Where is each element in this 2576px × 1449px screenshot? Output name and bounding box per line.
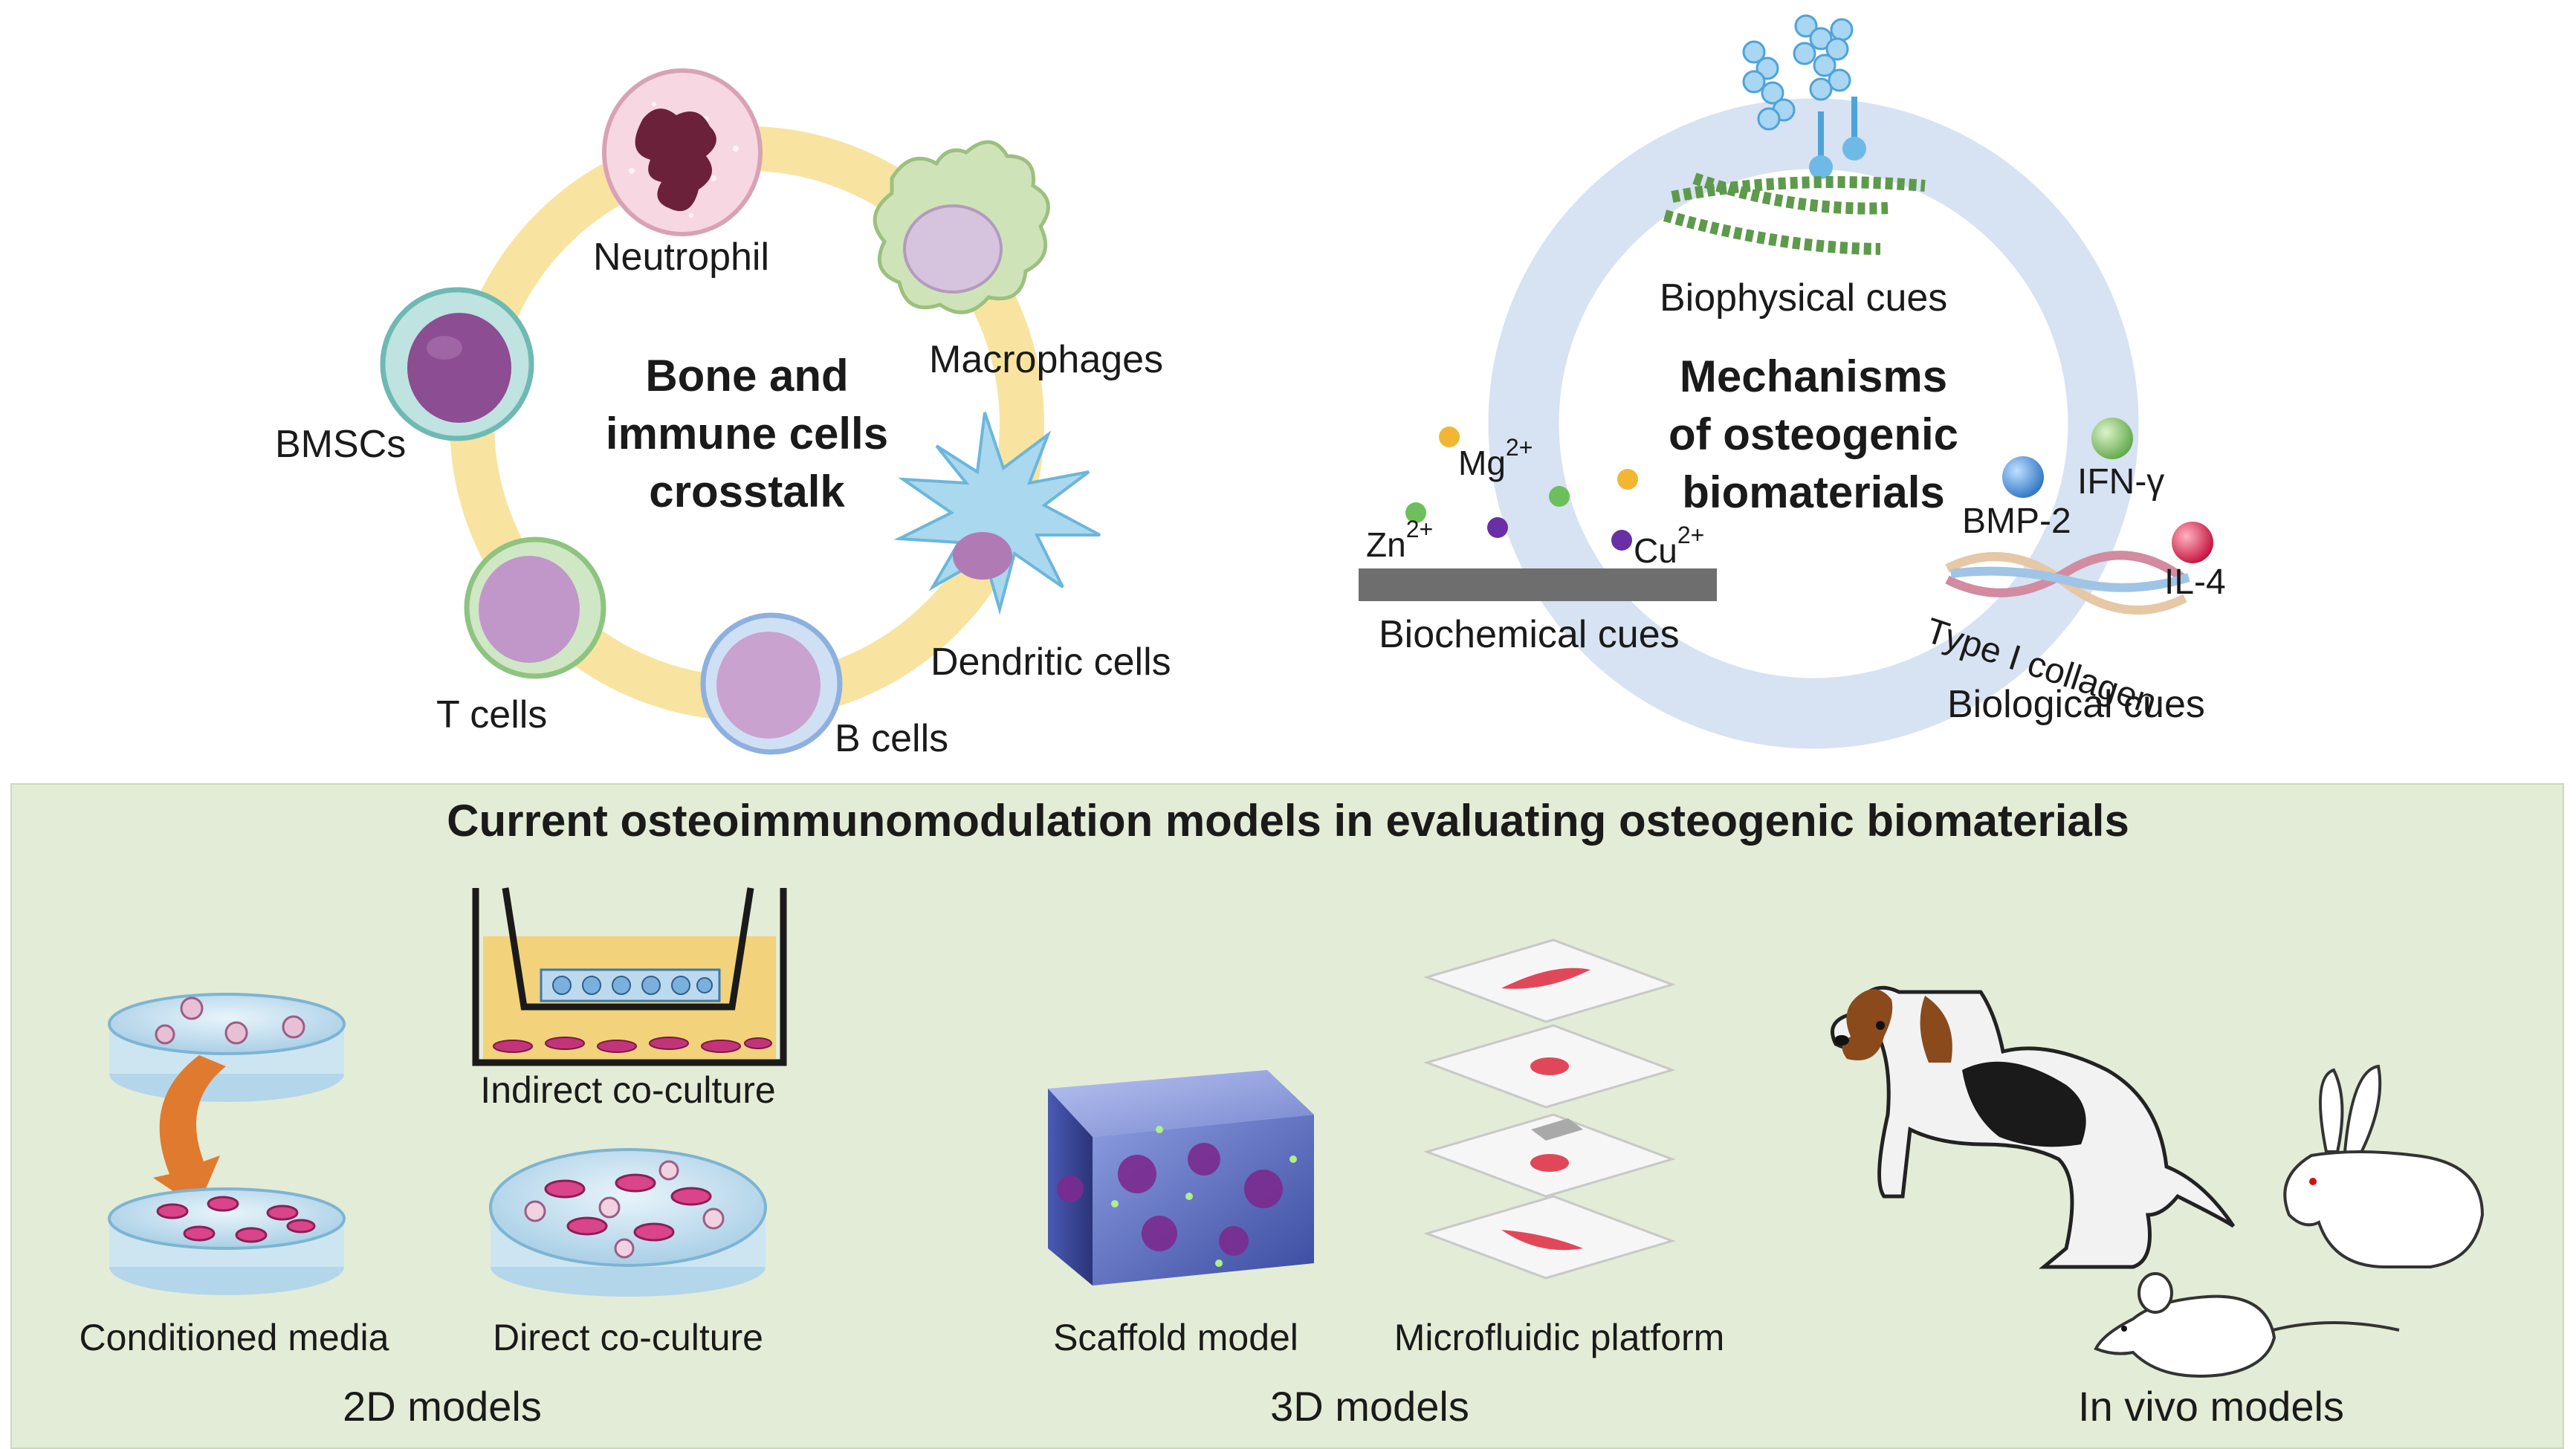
dendritic-cells-label: Dendritic cells xyxy=(931,641,1171,684)
cu-ion-charge: 2+ xyxy=(1677,522,1705,548)
in-vivo-models-heading: In vivo models xyxy=(2078,1383,2344,1430)
biochemical-cues-label: Biochemical cues xyxy=(1379,613,1680,656)
macrophages-label: Macrophages xyxy=(929,338,1164,381)
substrate-bar xyxy=(1359,568,1717,601)
mg-ion-label: Mg2+ xyxy=(1458,435,1533,482)
mechanisms-title-line-1: Mechanisms xyxy=(1679,351,1948,401)
bmp2-molecule-icon xyxy=(2002,456,2044,498)
neutrophil-label: Neutrophil xyxy=(593,236,770,279)
zn-ion-charge: 2+ xyxy=(1405,516,1434,542)
biophysical-cues-label: Biophysical cues xyxy=(1660,276,1948,320)
zn-ion-base: Zn xyxy=(1366,525,1406,564)
three-d-models-heading: 3D models xyxy=(1270,1383,1469,1430)
mechanisms-title: Mechanisms of osteogenic biomaterials xyxy=(1669,348,1958,522)
zn-ion-label: Zn2+ xyxy=(1366,517,1433,564)
t-cells-label: T cells xyxy=(436,693,548,736)
mg-ion-base: Mg xyxy=(1458,444,1506,482)
models-panel-title: Current osteoimmunomodulation models in … xyxy=(447,796,2129,846)
bone-immune-title-line-1: Bone and xyxy=(645,351,849,401)
mg-ion-charge: 2+ xyxy=(1505,434,1533,461)
t-cell-icon xyxy=(464,537,606,679)
bone-immune-title: Bone and immune cells crosstalk xyxy=(606,347,888,521)
bmsc-cell-icon xyxy=(380,287,534,441)
bmscs-label: BMSCs xyxy=(275,423,407,466)
indirect-coculture-label: Indirect co-culture xyxy=(480,1069,776,1111)
bmp2-label: BMP-2 xyxy=(1962,502,2071,541)
bone-immune-title-line-2: immune cells xyxy=(605,409,889,458)
ifn-molecule-icon xyxy=(2091,418,2133,459)
two-d-models-heading: 2D models xyxy=(343,1383,542,1430)
b-cell-icon xyxy=(700,612,843,755)
ifn-label: IFN-γ xyxy=(2077,462,2165,502)
direct-coculture-label: Direct co-culture xyxy=(493,1317,763,1358)
collagen-helix-icon xyxy=(1945,551,2190,615)
biological-cues-label: Biological cues xyxy=(1947,683,2205,726)
neutrophil-cell-icon xyxy=(602,68,763,236)
scaffold-model-label: Scaffold model xyxy=(1053,1317,1298,1358)
dendritic-cell-icon xyxy=(893,412,1101,615)
bone-immune-title-line-3: crosstalk xyxy=(649,467,845,516)
conditioned-media-label: Conditioned media xyxy=(79,1317,389,1358)
il4-label: IL-4 xyxy=(2164,563,2226,602)
mechanisms-title-line-2: of osteogenic xyxy=(1668,409,1959,459)
il4-molecule-icon xyxy=(2172,522,2213,563)
cu-ion-base: Cu xyxy=(1634,531,1677,570)
mechanisms-title-line-3: biomaterials xyxy=(1682,467,1945,517)
collagen-fiber-icon xyxy=(1663,172,1926,255)
macrophage-cell-icon xyxy=(873,140,1050,314)
b-cells-label: B cells xyxy=(835,717,949,760)
ion-particles xyxy=(1405,427,1638,551)
cu-ion-label: Cu2+ xyxy=(1634,523,1704,570)
microfluidic-platform-label: Microfluidic platform xyxy=(1394,1317,1725,1358)
protein-chain-icon xyxy=(1742,14,1866,179)
